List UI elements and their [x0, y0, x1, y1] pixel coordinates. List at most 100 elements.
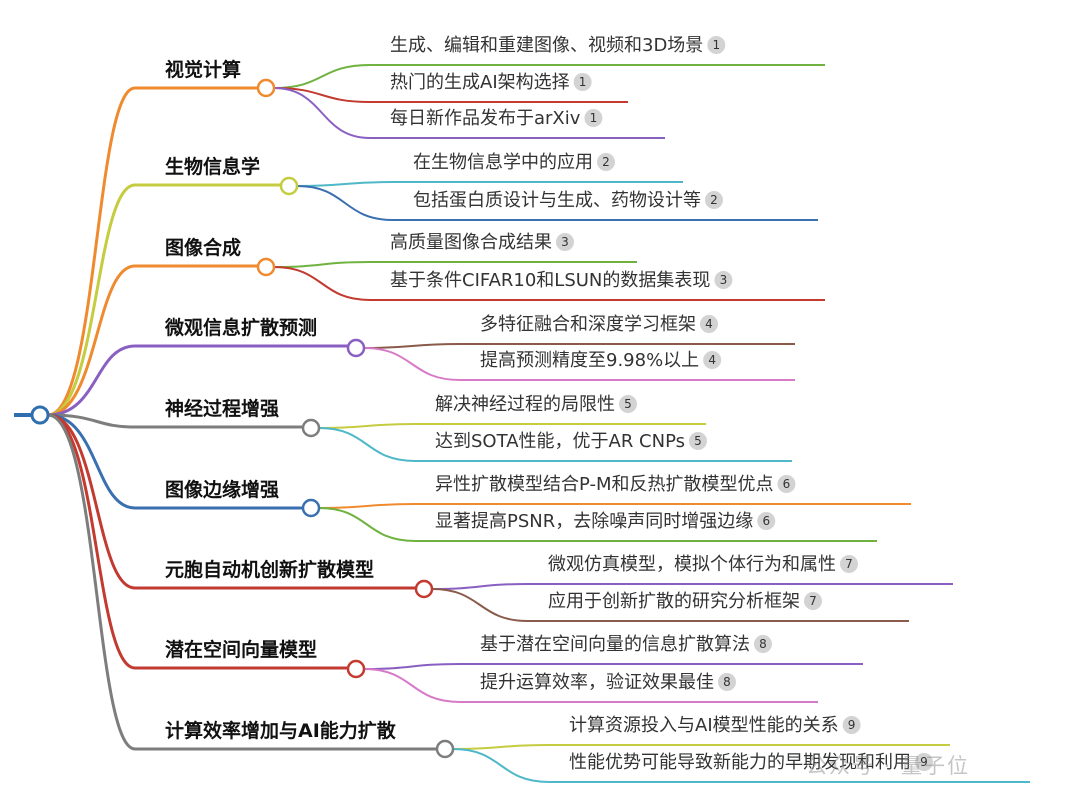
leaf-label: 多特征融合和深度学习框架: [480, 314, 696, 335]
leaf-connector: [273, 64, 825, 89]
reference-badge-circle: [714, 271, 733, 289]
leaf-label: 微观仿真模型，模拟个体行为和属性: [548, 554, 836, 575]
reference-number: 4: [708, 353, 716, 367]
reference-badge: 2: [597, 153, 615, 171]
reference-number: 3: [561, 235, 569, 249]
leaf-label: 每日新作品发布于arXiv: [390, 108, 581, 129]
reference-badge: 8: [754, 635, 772, 653]
reference-badge-circle: [842, 716, 861, 734]
leaf-connector: [273, 261, 637, 268]
reference-badge: 5: [689, 432, 707, 450]
leaf-connector: [363, 343, 795, 349]
reference-badge-circle: [915, 753, 933, 771]
reference-number: 5: [624, 397, 632, 411]
branch-label: 元胞自动机创新扩散模型: [165, 558, 374, 581]
leaf-connector: [273, 87, 665, 139]
branch-connector: [47, 344, 348, 417]
reference-badge-circle: [804, 592, 822, 610]
branch-label: 微观信息扩散预测: [164, 316, 317, 339]
branch-label: 图像合成: [165, 236, 241, 259]
reference-badge-circle: [757, 512, 776, 530]
reference-number: 9: [848, 718, 856, 732]
leaf-connector: [273, 266, 825, 301]
leaf-connector: [452, 744, 950, 750]
leaf-label: 高质量图像合成结果: [390, 232, 552, 253]
branch-node: [256, 78, 276, 98]
branch-node: [435, 739, 455, 759]
leaf-connector: [318, 423, 706, 429]
reference-badge: 9: [915, 753, 933, 771]
reference-badge: 1: [707, 36, 726, 54]
leaf-label: 在生物信息学中的应用: [413, 152, 593, 173]
leaf-label: 应用于创新扩散的研究分析框架: [548, 591, 800, 612]
branch-connector: [47, 86, 258, 417]
branch-node: [279, 176, 299, 196]
branch-node: [301, 498, 321, 518]
branch-node: [256, 257, 276, 277]
reference-badge: 3: [556, 233, 574, 251]
branch-nodes: [30, 78, 455, 759]
branch-connector: [47, 264, 258, 417]
leaf-label: 提升运算效率，验证效果最佳: [480, 672, 714, 693]
reference-badge-circle: [556, 233, 574, 251]
reference-number: 2: [710, 193, 718, 207]
reference-badge-circle: [703, 351, 722, 369]
branch-node: [414, 579, 434, 599]
leaf-connector: [363, 347, 795, 381]
leaf-connector: [431, 588, 909, 622]
reference-number: 4: [705, 317, 713, 331]
branch-connector: [47, 183, 281, 417]
leaf-connector: [452, 748, 1030, 783]
leaf-label: 基于潜在空间向量的信息扩散算法: [480, 634, 750, 655]
leaf-label: 包括蛋白质设计与生成、药物设计等: [413, 190, 701, 211]
branch-node: [346, 659, 366, 679]
reference-badge: 1: [573, 73, 592, 91]
branch-label: 生物信息学: [165, 155, 260, 178]
reference-badge: 2: [705, 191, 723, 209]
leaf-connector: [296, 181, 683, 187]
reference-number: 7: [809, 594, 817, 608]
leaf-label: 解决神经过程的局限性: [435, 394, 615, 415]
branch-node: [301, 418, 321, 438]
labels: 视觉计算 生成、编辑和重建图像、视频和3D场景 1 热门的生成AI架构选择 1 每日新作品…: [164, 35, 933, 773]
branch-label: 图像边缘增强: [165, 478, 279, 501]
branch-label: 计算效率增加与AI能力扩散: [165, 719, 396, 742]
leaf-label: 性能优势可能导致新能力的早期发现和利用: [569, 752, 911, 773]
branch-connector: [47, 413, 416, 590]
branch-node: [346, 338, 366, 358]
branch-connector: [47, 413, 348, 670]
reference-number: 8: [723, 675, 731, 689]
leaf-connector: [318, 503, 911, 509]
leaf-connector: [431, 583, 953, 590]
leaf-label: 计算资源投入与AI模型性能的关系: [569, 715, 839, 736]
leaf-connector: [318, 507, 877, 542]
leaf-connector: [318, 427, 792, 462]
reference-badge-circle: [840, 555, 858, 573]
branch-connector: [47, 413, 303, 429]
reference-number: 6: [783, 477, 791, 491]
reference-number: 1: [579, 75, 587, 89]
reference-number: 7: [845, 557, 853, 571]
reference-badge-circle: [705, 191, 723, 209]
reference-badge-circle: [754, 635, 772, 653]
reference-number: 9: [920, 755, 928, 769]
reference-badge-circle: [619, 395, 637, 413]
leaf-connector: [273, 87, 628, 103]
branch-label: 神经过程增强: [165, 397, 279, 420]
reference-badge-circle: [573, 73, 592, 91]
reference-number: 3: [720, 273, 728, 287]
watermark: 公众号 · 量子位: [806, 754, 971, 778]
reference-badge: 7: [840, 555, 858, 573]
reference-badge: 7: [804, 592, 822, 610]
reference-badge-circle: [689, 432, 707, 450]
leaf-label: 热门的生成AI架构选择: [390, 72, 570, 93]
leaf-label: 达到SOTA性能，优于AR CNPs: [435, 431, 685, 452]
leaf-label: 生成、编辑和重建图像、视频和3D场景: [390, 35, 703, 56]
leaf-label: 基于条件CIFAR10和LSUN的数据集表现: [390, 270, 710, 291]
reference-number: 6: [762, 514, 770, 528]
leaf-connector: [363, 668, 818, 703]
reference-badge: 5: [619, 395, 637, 413]
branch-label: 视觉计算: [165, 58, 241, 81]
reference-number: 1: [712, 38, 720, 52]
